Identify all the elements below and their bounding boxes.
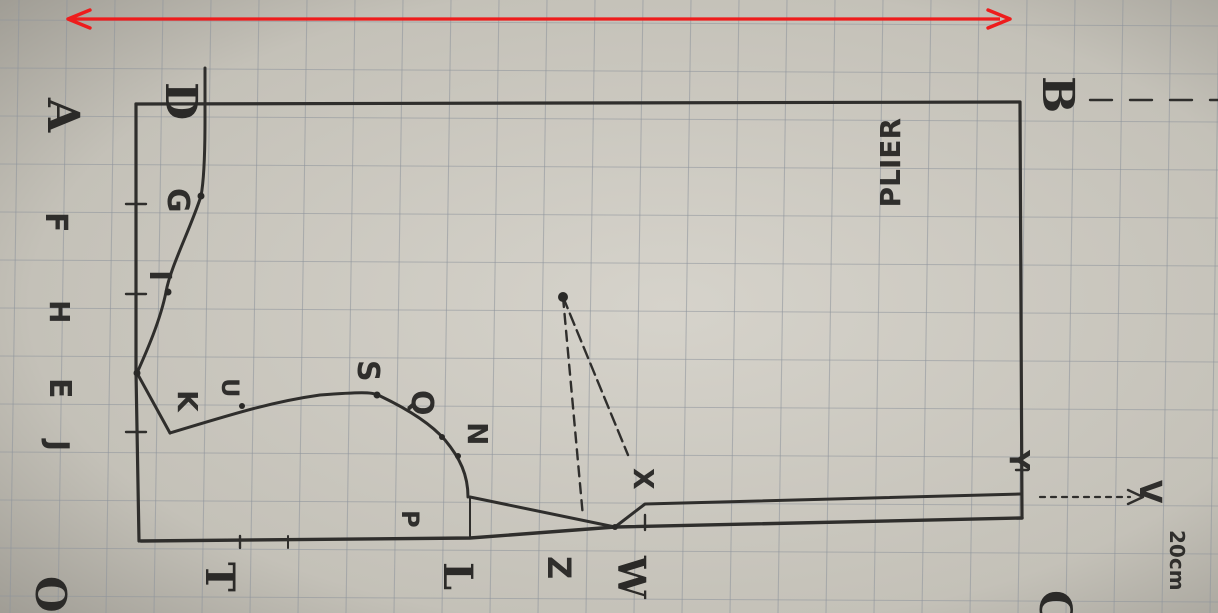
label-g: G — [160, 188, 195, 213]
grid-line-vertical — [1113, 0, 1124, 613]
grid-line-horizontal — [0, 307, 1218, 315]
grid-line-horizontal — [0, 499, 1218, 507]
width-arrow — [66, 8, 1012, 30]
point-dart-apex — [558, 292, 568, 302]
label-u: U — [216, 378, 244, 398]
shoulder-line — [135, 371, 172, 435]
label-d: D — [155, 82, 206, 120]
dart-left-leg — [561, 295, 585, 519]
label-o: O — [26, 576, 75, 613]
label-s: S — [350, 360, 385, 382]
side-seam-line — [468, 492, 1022, 529]
grid-line-vertical — [9, 0, 20, 613]
label-b: B — [1032, 76, 1083, 113]
grid-line-horizontal — [0, 547, 1218, 555]
rect-top-right-edge — [134, 100, 1024, 520]
label-n: N — [461, 422, 494, 445]
label-l: L — [434, 562, 481, 590]
label-p: P — [396, 510, 424, 528]
grid-line-vertical — [105, 0, 116, 613]
grid-line-vertical — [1065, 0, 1076, 613]
label-c: C — [1029, 590, 1080, 613]
label-y: Y — [1003, 449, 1036, 471]
rect-bottom-edge — [139, 516, 1024, 543]
label-t: T — [196, 562, 243, 592]
arrow-head-right — [986, 8, 1012, 30]
label-z: Z — [540, 556, 578, 579]
point-i — [164, 288, 172, 296]
label-v: V — [1132, 480, 1167, 504]
point-n — [455, 453, 461, 459]
grid-line-horizontal — [0, 355, 1218, 363]
label-j: J — [40, 438, 75, 451]
label-measure: 20cm — [1165, 530, 1189, 591]
point-g — [197, 192, 205, 200]
grid-line-horizontal — [0, 259, 1218, 267]
grid-line-horizontal — [0, 451, 1218, 459]
grid-line-horizontal — [0, 115, 1218, 123]
grid-line-horizontal — [0, 67, 1218, 75]
label-f: F — [38, 212, 73, 233]
label-pliur: PLIER — [874, 118, 907, 207]
point-w — [612, 524, 618, 530]
label-i: I — [142, 270, 177, 281]
grid-line-vertical — [201, 0, 212, 613]
point-u — [239, 403, 245, 409]
label-a: A — [37, 97, 88, 133]
arrow-head-left — [66, 8, 92, 30]
point-labels: A B C O D F G I H E J K U S Q N P T L Z … — [26, 76, 1189, 613]
pattern-points — [133, 192, 618, 530]
label-w: W — [609, 555, 654, 600]
label-x: X — [627, 468, 660, 490]
grid-line-horizontal — [0, 19, 1218, 27]
label-h: H — [43, 300, 76, 323]
point-q — [439, 434, 445, 440]
point-e — [133, 369, 141, 377]
label-k: K — [171, 390, 204, 413]
dart-right-leg — [561, 295, 630, 457]
grain-arrowhead — [1126, 488, 1145, 506]
grid-line-horizontal — [0, 211, 1218, 219]
grid-line-vertical — [57, 0, 68, 613]
grid-line-vertical — [1161, 0, 1172, 613]
grid-line-horizontal — [0, 595, 1218, 603]
point-s — [373, 391, 381, 399]
label-q: Q — [404, 390, 439, 416]
neck-curve — [135, 66, 207, 375]
label-e: E — [42, 378, 77, 399]
grid-line-vertical — [153, 0, 164, 613]
